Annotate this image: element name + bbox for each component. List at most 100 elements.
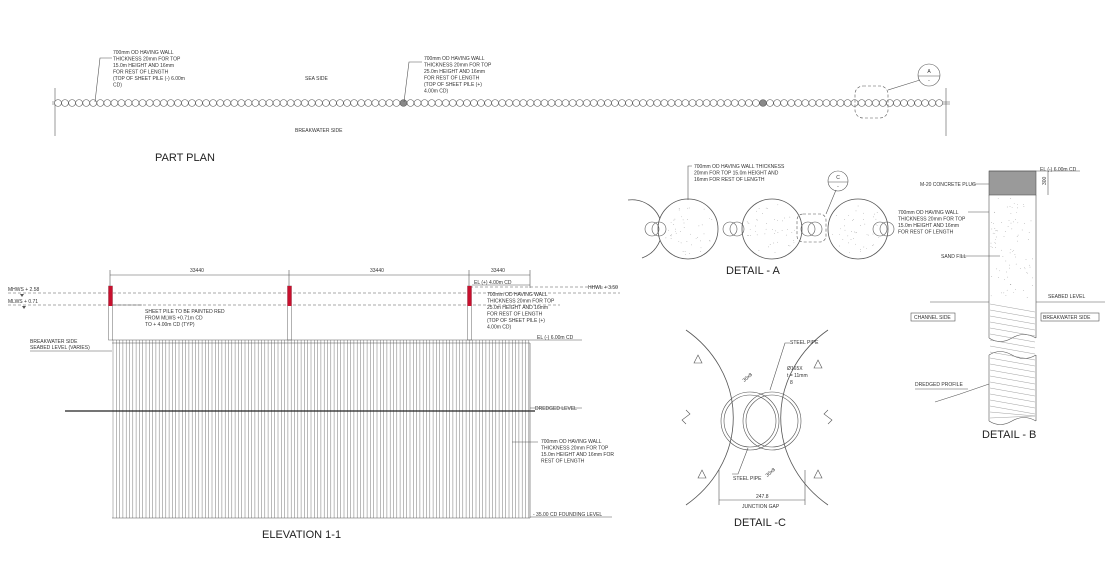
- plan-pile: [843, 99, 852, 107]
- detail-c: STEEL PIPE Ø165X t = 11mm 8 30x8 30x8 ST…: [681, 329, 833, 529]
- stipple-dot: [1028, 232, 1030, 233]
- stipple-dot: [993, 223, 994, 225]
- plan-pile: [463, 99, 471, 107]
- stipple-dot: [999, 270, 1001, 272]
- plan-pile: [639, 99, 647, 107]
- plan-pile: [787, 99, 795, 107]
- plan-note-1: 700mm OD HAVING WALL THICKNESS 20mm FOR …: [113, 50, 186, 89]
- plan-pile: [505, 99, 513, 107]
- stipple-dot: [866, 233, 868, 235]
- plan-pile: [801, 99, 809, 107]
- plan-pile: [75, 99, 83, 107]
- stipple-dot: [687, 219, 688, 220]
- stipple-dot: [688, 207, 690, 209]
- stipple-dot: [765, 207, 767, 209]
- stipple-dot: [1032, 258, 1033, 260]
- concrete-plug: [988, 170, 1037, 196]
- plan-pile: [829, 99, 838, 107]
- stipple-dot: [1014, 254, 1016, 256]
- hatch-line: [989, 333, 1036, 343]
- stipple-dot: [755, 225, 756, 227]
- plan-pile: [498, 99, 506, 107]
- stipple-dot: [709, 240, 710, 241]
- stipple-dot: [872, 245, 874, 246]
- breakwater-side-elev: BREAKWATER SIDE: [30, 339, 78, 345]
- stipple-dot: [670, 238, 672, 239]
- dim-bottom-label: 30x8: [765, 467, 777, 479]
- plan-pile: [879, 99, 887, 107]
- mhws-label: MHWS + 2.58: [8, 287, 39, 293]
- plan-pile: [519, 99, 527, 107]
- stipple-dot: [873, 244, 874, 246]
- stipple-dot: [695, 237, 697, 239]
- plan-pile: [322, 99, 330, 107]
- stipple-dot: [709, 217, 710, 219]
- stipple-dot: [853, 238, 854, 239]
- stipple-dot: [855, 210, 857, 212]
- stipple-dot: [1002, 256, 1004, 257]
- elevation-title: ELEVATION 1-1: [262, 529, 341, 541]
- stipple-dot: [674, 218, 676, 220]
- hatch-line: [989, 303, 1036, 313]
- detail-a: C - 700mm OD HAVING WALL THICKNESS 20mm …: [627, 164, 895, 277]
- plan-pile: [378, 99, 386, 107]
- stipple-dot: [1007, 226, 1009, 227]
- plan-pile: [103, 99, 111, 107]
- stipple-dot: [851, 231, 852, 232]
- dimension-2: 33440: [370, 268, 384, 274]
- top-pile-note: 700mm OD HAVING WALL THICKNESS 20mm FOR …: [487, 292, 556, 331]
- stipple-dot: [991, 222, 992, 223]
- plan-pile: [935, 99, 943, 107]
- plan-pile: [308, 99, 316, 107]
- plan-pile: [329, 99, 337, 107]
- stipple-dot: [1008, 220, 1010, 221]
- sand-fill-stipple: [990, 197, 1033, 298]
- stipple-dot: [665, 237, 667, 239]
- plan-pile: [604, 99, 612, 107]
- stipple-dot: [774, 252, 776, 253]
- stipple-dot: [791, 232, 793, 234]
- plan-pile: [371, 99, 379, 107]
- stipple-dot: [1027, 272, 1028, 274]
- stipple-dot: [746, 221, 748, 223]
- seabed-level-b-label: SEABED LEVEL: [1048, 294, 1085, 300]
- plan-pile: [822, 99, 831, 107]
- pile-note: 700mm OD HAVING WALL THICKNESS 20mm FOR …: [541, 439, 615, 465]
- stipple-dot: [1017, 222, 1019, 224]
- plan-pile: [449, 99, 457, 107]
- stipple-dot: [842, 239, 844, 241]
- stipple-dot: [1006, 271, 1007, 273]
- plan-pile: [618, 99, 626, 107]
- detail-a-callout: A: [927, 69, 931, 75]
- stipple-dot: [675, 230, 676, 232]
- stipple-dot: [684, 253, 686, 255]
- plan-pile: [138, 99, 147, 107]
- detail-a-note: 700mm OD HAVING WALL THICKNESS 20mm FOR …: [694, 164, 786, 183]
- stipple-dot: [1026, 271, 1027, 273]
- stipple-dot: [769, 244, 771, 245]
- stipple-dot: [711, 219, 713, 220]
- stipple-dot: [1013, 250, 1015, 252]
- plan-pile: [181, 99, 189, 107]
- plan-pile: [216, 99, 224, 107]
- stipple-dot: [1015, 256, 1016, 258]
- hatch-line: [989, 405, 1036, 415]
- stipple-dot: [700, 251, 701, 252]
- hatch-line: [989, 399, 1036, 409]
- stipple-dot: [991, 228, 993, 230]
- plan-pile: [653, 99, 661, 107]
- stipple-dot: [684, 251, 686, 252]
- stipple-dot: [872, 233, 874, 235]
- stipple-dot: [748, 223, 750, 224]
- stipple-dot: [860, 225, 861, 226]
- plan-pile: [907, 99, 915, 107]
- stipple-dot: [785, 234, 787, 236]
- stipple-dot: [747, 222, 749, 224]
- stipple-dot: [863, 246, 865, 248]
- stipple-dot: [994, 212, 995, 213]
- stipple-dot: [990, 246, 992, 248]
- stipple-dot: [691, 244, 692, 246]
- stipple-dot: [1024, 223, 1025, 224]
- plan-pile: [660, 99, 668, 107]
